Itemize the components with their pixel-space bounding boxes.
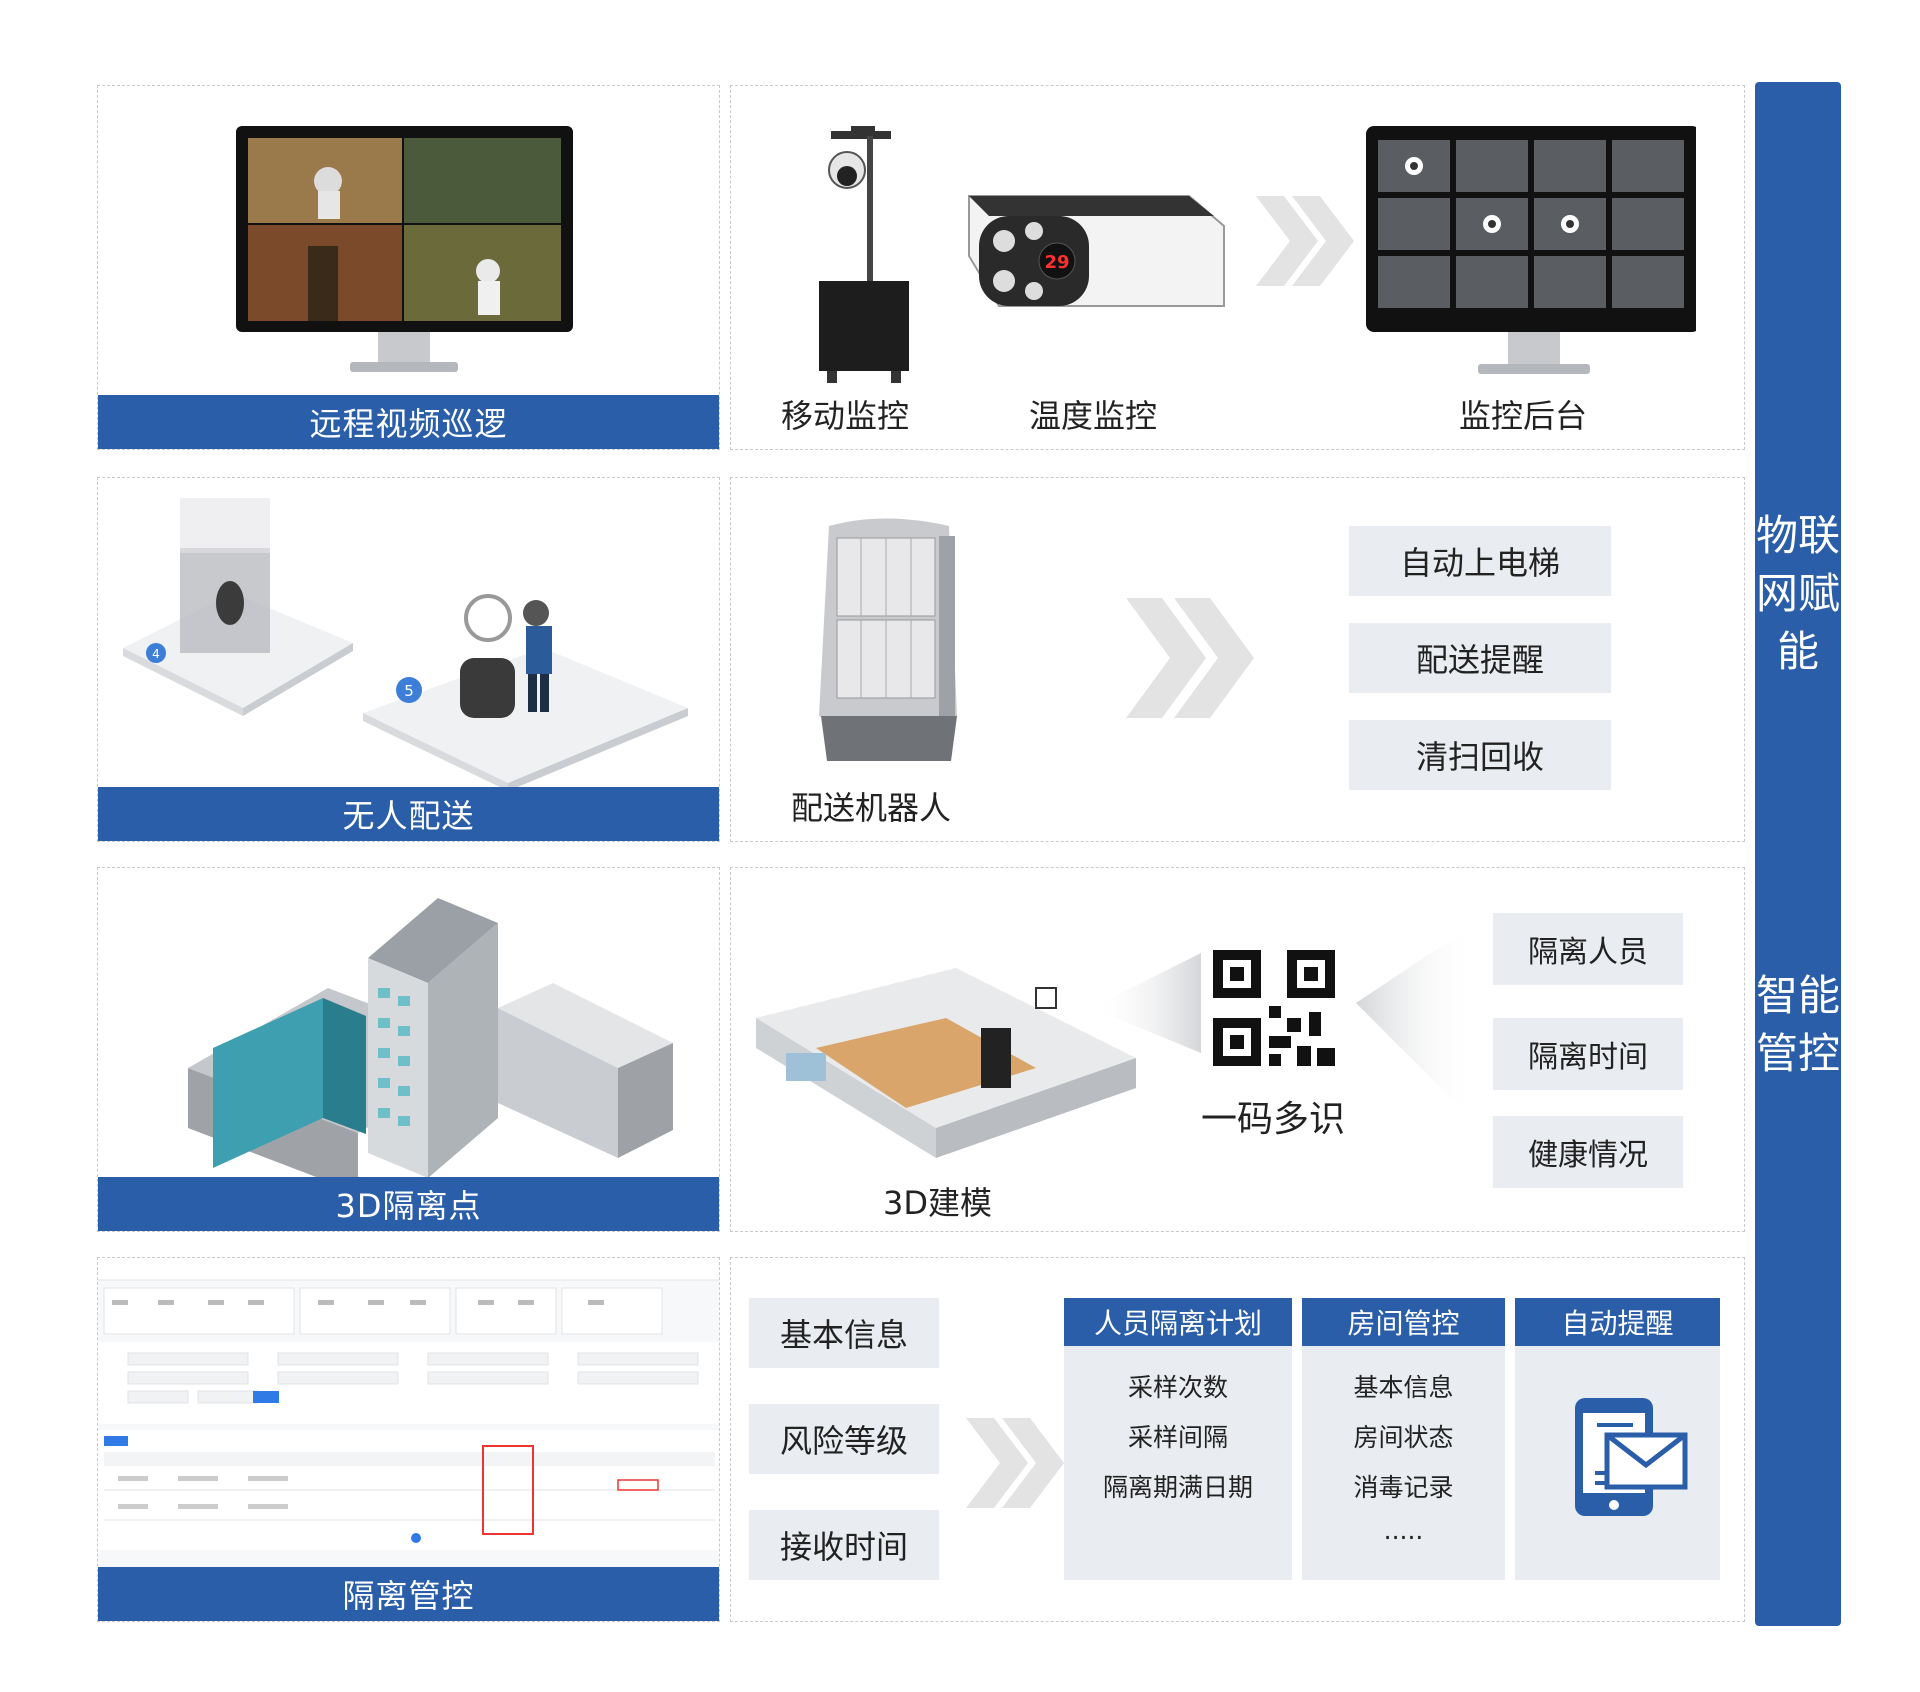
monitor-video-illustration xyxy=(236,126,573,372)
info-receive-time: 接收时间 xyxy=(749,1510,939,1580)
panel-delivery-robot: 自动上电梯 配送提醒 清扫回收 配送机器人 xyxy=(730,477,1745,842)
caption-one-code-multi-id: 一码多识 xyxy=(1201,1099,1346,1140)
qr-code-icon xyxy=(1213,950,1335,1066)
info-basic: 基本信息 xyxy=(749,1298,939,1368)
side-title-iot: 物联网赋能 xyxy=(1755,511,1840,676)
column-room-control: 房间管控 基本信息 房间状态 消毒记录 ..... xyxy=(1302,1298,1505,1580)
chevron-right-icon xyxy=(1126,598,1254,718)
room-item-basic-info: 基本信息 xyxy=(1353,1373,1454,1402)
room-item-status: 房间状态 xyxy=(1353,1423,1454,1452)
monitor-backend-illustration xyxy=(1366,126,1696,374)
panel-control-details: 基本信息 风险等级 接收时间 人员隔离计划 采样次数 采样间隔 隔离期满日期 房… xyxy=(730,1257,1745,1622)
panel-unmanned-delivery: 4 5 无人配送 xyxy=(97,477,720,842)
room-3d-model-illustration xyxy=(756,968,1136,1158)
plan-item-sampling-count: 采样次数 xyxy=(1127,1373,1228,1402)
caption-temperature-monitor: 温度监控 xyxy=(1029,397,1158,435)
column-header-isolation-plan: 人员隔离计划 xyxy=(1064,1298,1292,1346)
label-remote-video: 远程视频巡逻 xyxy=(98,395,719,449)
feature-auto-elevator: 自动上电梯 xyxy=(1349,526,1611,596)
chevron-right-icon xyxy=(966,1418,1064,1508)
temperature-camera-icon: 29 xyxy=(968,195,1225,307)
label-3d-isolation: 3D隔离点 xyxy=(98,1177,719,1231)
label-isolation-control: 隔离管控 xyxy=(98,1567,719,1621)
column-header-room-control: 房间管控 xyxy=(1302,1298,1505,1346)
phone-mail-icon xyxy=(1575,1398,1688,1516)
chevron-right-icon xyxy=(1256,196,1354,286)
delivery-scene-illustration: 4 5 xyxy=(123,498,688,789)
plan-item-sampling-interval: 采样间隔 xyxy=(1127,1423,1228,1452)
feature-clean-recycle: 清扫回收 xyxy=(1349,720,1611,790)
side-title-smart: 智能管控 xyxy=(1755,971,1840,1078)
panel-3d-isolation: 3D隔离点 xyxy=(97,867,720,1232)
feature-delivery-reminder: 配送提醒 xyxy=(1349,623,1611,693)
panel-isolation-control: 隔离管控 xyxy=(97,1257,720,1622)
panel-remote-video: 远程视频巡逻 xyxy=(97,85,720,450)
item-isolated-person: 隔离人员 xyxy=(1493,913,1683,985)
item-health-status: 健康情况 xyxy=(1493,1116,1683,1188)
panel-monitoring: 29 移动监控 温度监控 监控后台 xyxy=(730,85,1745,450)
column-isolation-plan: 人员隔离计划 采样次数 采样间隔 隔离期满日期 xyxy=(1064,1298,1292,1580)
scan-beams xyxy=(1091,923,1476,1123)
label-unmanned-delivery: 无人配送 xyxy=(98,787,719,841)
mobile-monitor-icon xyxy=(819,126,909,383)
room-item-more: ..... xyxy=(1383,1516,1424,1545)
room-item-disinfection: 消毒记录 xyxy=(1353,1473,1454,1502)
marker-5: 5 xyxy=(404,682,414,700)
caption-3d-model: 3D建模 xyxy=(883,1184,993,1222)
admin-dashboard-screenshot xyxy=(98,1258,719,1569)
temperature-readout: 29 xyxy=(1044,252,1069,273)
column-auto-reminder: 自动提醒 xyxy=(1515,1298,1720,1580)
panel-3d-model: 一码多识 隔离人员 隔离时间 健康情况 3D建模 xyxy=(730,867,1745,1232)
delivery-robot-icon xyxy=(819,518,957,761)
caption-mobile-monitor: 移动监控 xyxy=(781,397,910,435)
column-header-auto-reminder: 自动提醒 xyxy=(1515,1298,1720,1346)
info-risk-level: 风险等级 xyxy=(749,1404,939,1474)
caption-monitor-backend: 监控后台 xyxy=(1459,397,1588,435)
item-isolation-time: 隔离时间 xyxy=(1493,1018,1683,1090)
marker-4: 4 xyxy=(152,647,160,661)
caption-delivery-robot: 配送机器人 xyxy=(791,789,952,827)
isolation-buildings-illustration xyxy=(188,898,673,1179)
side-banner: 物联网赋能 智能管控 xyxy=(1755,82,1841,1626)
plan-item-expiry-date: 隔离期满日期 xyxy=(1102,1473,1253,1502)
